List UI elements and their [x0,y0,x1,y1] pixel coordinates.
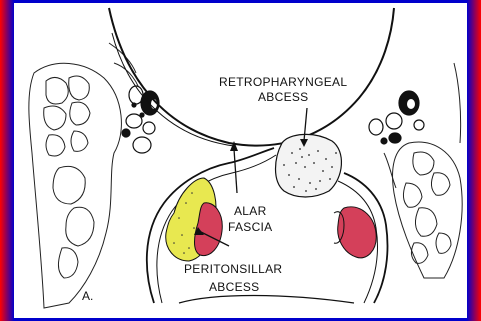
right-tonsil-red [334,207,376,258]
retropharyngeal-label-line2: ABCESS [258,90,309,104]
diagram-panel: RETROPHARYNGEAL ABCESS ALAR FASCIA PERIT… [14,3,467,318]
retropharyngeal-label-line1: RETROPHARYNGEAL [219,75,347,89]
peritonsillar-label-line1: PERITONSILLAR [184,262,282,276]
right-neck-tissue [384,63,462,278]
alar-label-line1: ALAR [234,204,267,218]
right-vessels [369,91,424,144]
figure-letter: A. [82,289,93,303]
left-neck-tissue [29,43,142,308]
retropharyngeal-abscess [276,134,342,197]
anatomy-diagram: RETROPHARYNGEAL ABCESS ALAR FASCIA PERIT… [14,3,467,318]
left-vessels [122,86,159,153]
alar-label-line2: FASCIA [228,220,272,234]
peritonsillar-label-line2: ABCESS [209,280,260,294]
pharynx-floor [179,296,354,304]
